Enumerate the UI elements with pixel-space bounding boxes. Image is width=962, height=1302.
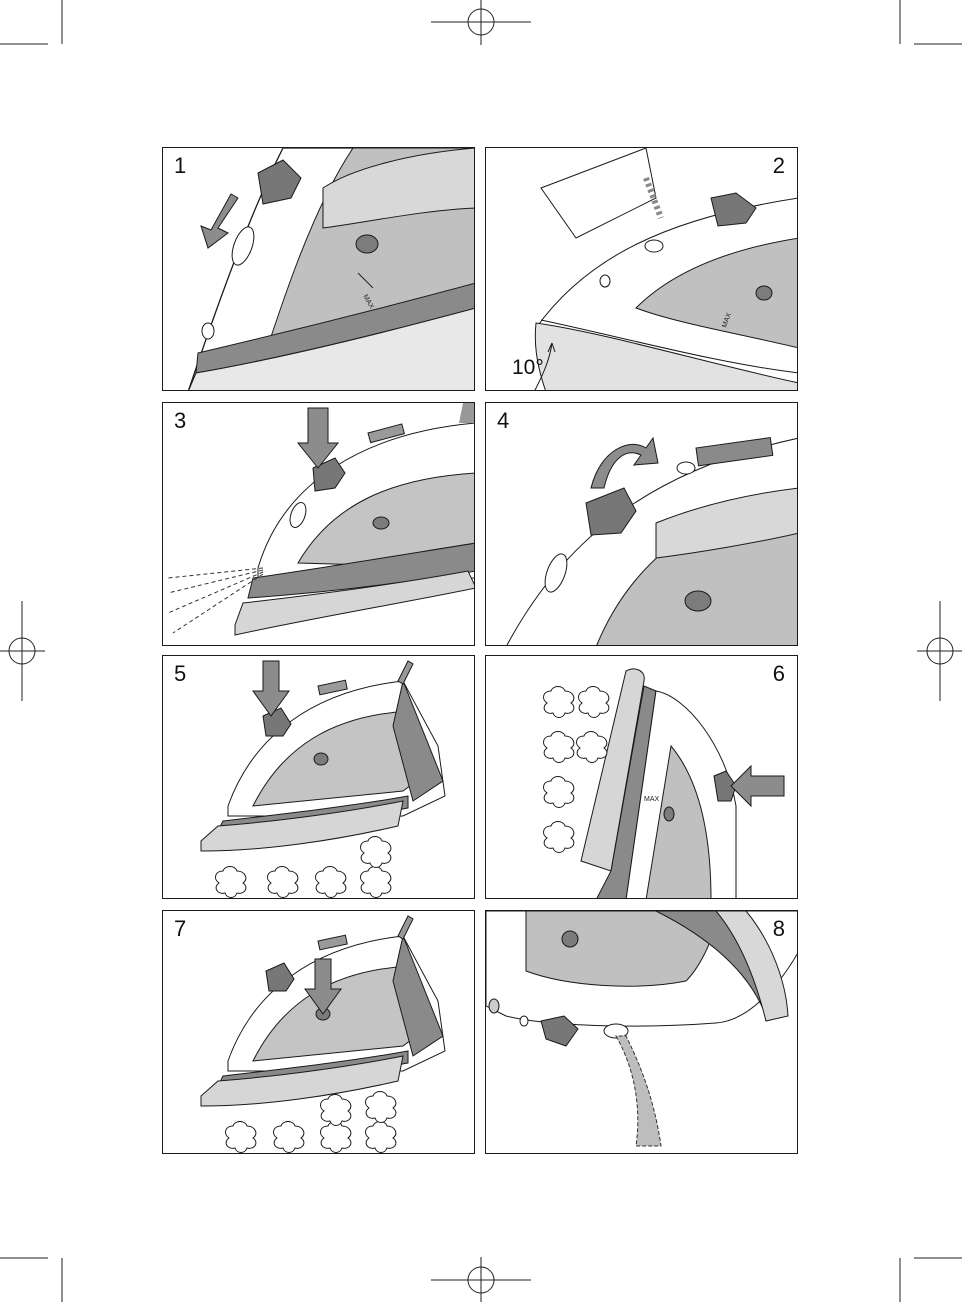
step-number: 7 (174, 918, 186, 940)
step-panel-2: MAX 2 10° (485, 147, 798, 391)
illustration-steam-burst (163, 656, 475, 899)
step-panel-8: 8 (485, 910, 798, 1154)
step-panel-4: 4 (485, 402, 798, 646)
step-number: 5 (174, 663, 186, 685)
step-panel-7: 7 (162, 910, 475, 1154)
step-panel-6: MAX 6 (485, 655, 798, 899)
step-number: 8 (773, 918, 785, 940)
illustration-vertical-steam: MAX (486, 656, 798, 899)
step-panel-3: 3 (162, 402, 475, 646)
rotate-arrow-icon (591, 438, 658, 488)
step-number: 6 (773, 663, 785, 685)
illustration-steam-control-dial (486, 403, 798, 646)
illustration-fill-water-open-lid: MAX (163, 148, 475, 391)
tilt-angle-label: 10° (512, 356, 544, 380)
step-number: 4 (497, 410, 509, 432)
illustration-empty-water (486, 911, 798, 1154)
illustration-pour-water: MAX (486, 148, 798, 391)
illustration-spray-button (163, 403, 475, 646)
step-number: 1 (174, 155, 186, 177)
down-arrow-icon (201, 194, 238, 248)
left-arrow-icon (731, 766, 784, 806)
step-number: 3 (174, 410, 186, 432)
down-arrow-icon (253, 661, 289, 716)
step-number: 2 (773, 155, 785, 177)
step-panel-5: 5 (162, 655, 475, 899)
illustration-self-clean-button (163, 911, 475, 1154)
max-mark: MAX (644, 796, 660, 803)
step-panel-1: MAX 1 (162, 147, 475, 391)
